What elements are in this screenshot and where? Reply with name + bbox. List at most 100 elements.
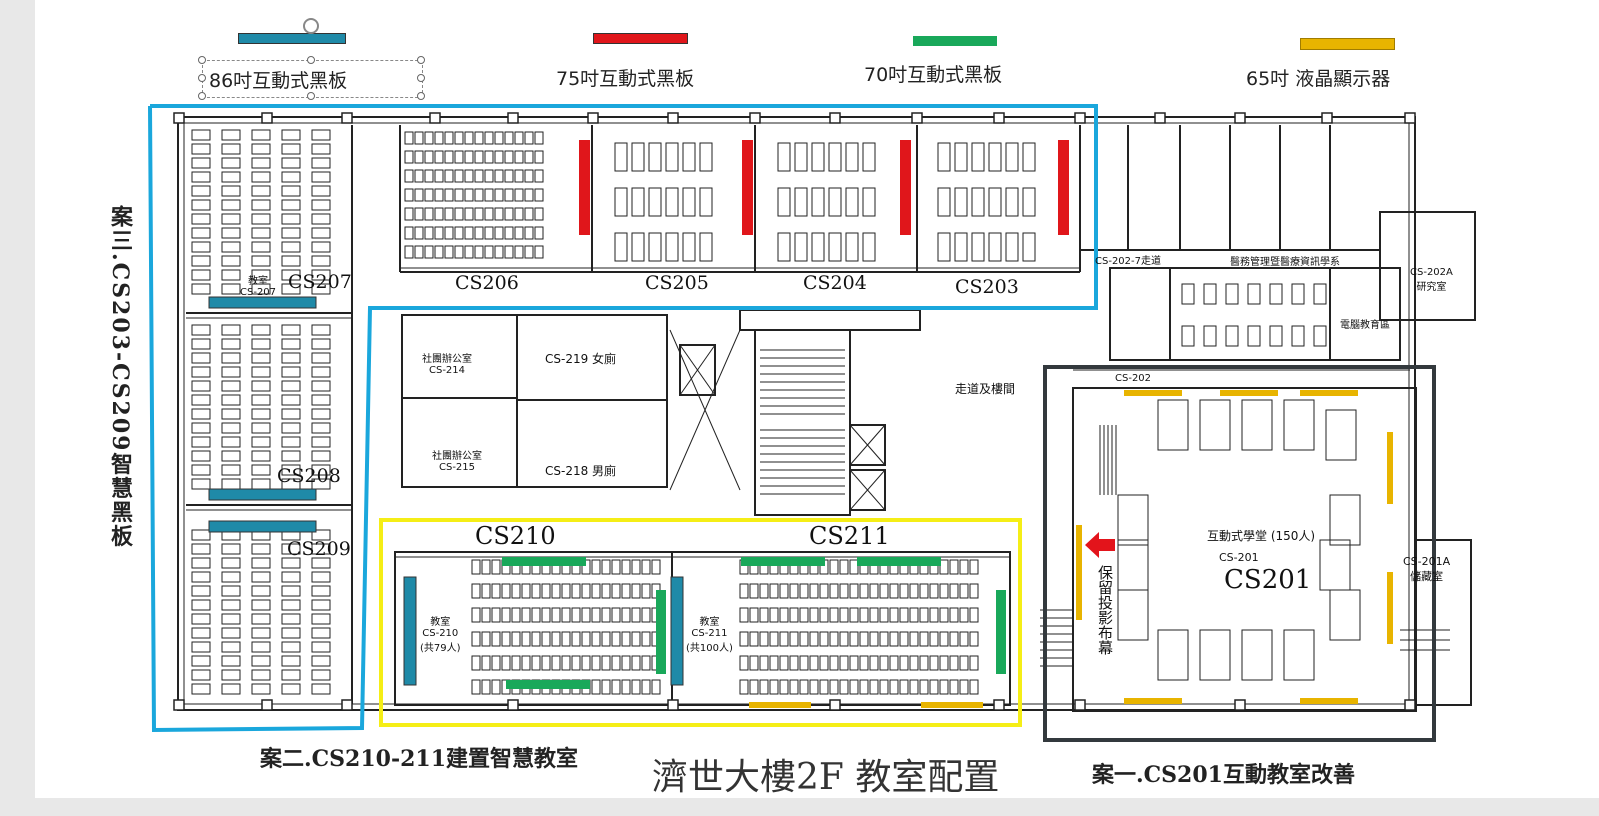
plan-label-cs207: 教室 CS-207 <box>240 276 277 298</box>
seat <box>311 422 331 434</box>
seat <box>311 352 331 364</box>
selection-handle[interactable] <box>307 56 315 64</box>
seat <box>424 245 434 259</box>
seat <box>191 422 211 434</box>
seat <box>571 583 581 599</box>
case3-label: 案三.CS203-CS209智慧黑板 <box>107 205 133 549</box>
seat <box>611 679 621 695</box>
board-70-cs211-top2 <box>857 557 941 566</box>
seat <box>281 436 301 448</box>
seat <box>971 142 985 172</box>
seat <box>404 169 414 183</box>
seat <box>251 338 271 350</box>
seat <box>839 631 849 647</box>
seat <box>1199 629 1231 681</box>
seat <box>191 529 211 541</box>
seat <box>191 408 211 420</box>
seat <box>641 631 651 647</box>
seat <box>474 169 484 183</box>
seat <box>281 557 301 569</box>
seat <box>828 142 842 172</box>
seat <box>501 631 511 647</box>
seat <box>909 631 919 647</box>
seat <box>889 583 899 599</box>
seat <box>862 232 876 262</box>
seat <box>828 232 842 262</box>
seat <box>869 607 879 623</box>
board-86-cs208 <box>208 488 317 501</box>
board-86-cs211 <box>670 576 684 686</box>
seat <box>311 627 331 639</box>
selection-handle[interactable] <box>198 92 206 100</box>
seat <box>191 543 211 555</box>
seat <box>311 185 331 197</box>
selection-handle[interactable] <box>417 74 425 82</box>
seat <box>631 679 641 695</box>
seat <box>311 543 331 555</box>
seat <box>541 583 551 599</box>
seat <box>281 157 301 169</box>
seat <box>777 232 791 262</box>
seat <box>281 241 301 253</box>
seat <box>1269 325 1283 347</box>
seat <box>221 655 241 667</box>
board-75-cs206 <box>579 140 590 235</box>
seat <box>251 571 271 583</box>
selection-handle[interactable] <box>417 56 425 64</box>
seat <box>959 607 969 623</box>
selection-handle[interactable] <box>198 74 206 82</box>
seat <box>221 283 241 295</box>
seat <box>191 283 211 295</box>
seat <box>311 241 331 253</box>
seat <box>581 583 591 599</box>
seat <box>221 241 241 253</box>
seat <box>281 543 301 555</box>
seat <box>971 187 985 217</box>
seat <box>481 655 491 671</box>
seat <box>937 187 951 217</box>
plan-label-cs202: CS-202 <box>1115 373 1152 384</box>
seat <box>789 607 799 623</box>
seat <box>191 450 211 462</box>
seat <box>281 669 301 681</box>
seat <box>849 679 859 695</box>
seat <box>959 655 969 671</box>
seat <box>191 338 211 350</box>
selection-handle[interactable] <box>198 56 206 64</box>
display-65-cs201-t3 <box>1300 390 1358 396</box>
seat <box>591 631 601 647</box>
seat <box>862 142 876 172</box>
seat <box>424 131 434 145</box>
seat <box>929 631 939 647</box>
seat <box>859 655 869 671</box>
seat <box>221 571 241 583</box>
seat <box>514 169 524 183</box>
display-65-cs201-b1 <box>1124 698 1182 704</box>
selection-handle[interactable] <box>417 92 425 100</box>
seat <box>534 226 544 240</box>
seat <box>759 607 769 623</box>
rotate-handle-icon[interactable] <box>303 18 319 34</box>
seat <box>504 150 514 164</box>
seat <box>651 559 661 575</box>
selection-handle[interactable] <box>307 92 315 100</box>
seat <box>251 599 271 611</box>
seat <box>221 669 241 681</box>
seat <box>434 245 444 259</box>
seat <box>444 150 454 164</box>
seat <box>491 559 501 575</box>
seat <box>988 142 1002 172</box>
seat <box>251 283 271 295</box>
seat <box>1313 283 1327 305</box>
seat <box>221 599 241 611</box>
seat <box>919 679 929 695</box>
seat <box>481 559 491 575</box>
seat <box>889 679 899 695</box>
seat <box>829 655 839 671</box>
seat <box>611 631 621 647</box>
seat <box>1203 325 1217 347</box>
seat <box>799 655 809 671</box>
editor-bottom-gutter <box>0 798 1599 816</box>
seat <box>531 655 541 671</box>
